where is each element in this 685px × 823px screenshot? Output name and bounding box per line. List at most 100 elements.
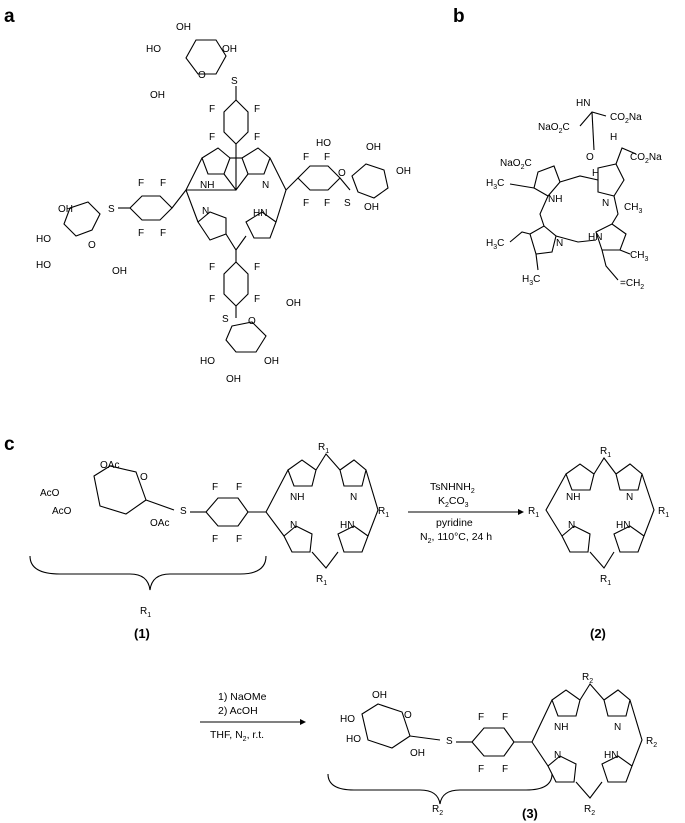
pyrrole-c3-4: [601, 755, 633, 783]
pyrrole-c2-2: [615, 463, 643, 491]
aryl-right-a: [297, 165, 341, 191]
sugar-oh: [361, 703, 411, 749]
f-label: F: [138, 178, 144, 189]
o-label: O: [404, 710, 412, 721]
f-label: F: [502, 764, 508, 775]
f-label: F: [324, 152, 330, 163]
n-label-a2: N: [202, 206, 209, 217]
product-3: O OH HO HO OH S F F F F NH N N HN R2 R2 …: [327, 672, 657, 821]
porphyrin-core-a: [185, 144, 287, 251]
oh-label: OH: [226, 374, 241, 385]
s-label: S: [180, 506, 187, 517]
oh-label: OH: [112, 266, 127, 277]
f-label: F: [236, 534, 242, 545]
r1-label: R1: [600, 446, 611, 459]
o-label: O: [140, 472, 148, 483]
co2na-label-b: CO2Na: [630, 152, 662, 165]
f-label: F: [138, 228, 144, 239]
h-label-b: H: [592, 168, 599, 179]
s-label: S: [344, 198, 351, 209]
n-label: N: [290, 520, 297, 531]
hn-label: HN: [604, 750, 618, 761]
r1-label: R1: [528, 506, 539, 519]
ring-b-b: [597, 163, 625, 197]
brace-label-r2: R2: [432, 804, 443, 817]
aryl-left-a: [129, 195, 173, 221]
nh-label: NH: [554, 722, 568, 733]
n-label: N: [350, 492, 357, 503]
oac-label: OAc: [150, 518, 169, 529]
r2-label: R2: [582, 672, 593, 685]
f-label: F: [324, 198, 330, 209]
sugar-bottom-a: [225, 321, 267, 353]
r1-label: R1: [378, 506, 389, 519]
product-2: NH N N HN R1 R1 R1 R1 (2): [528, 446, 669, 641]
nao2c-label: NaO2C: [538, 122, 570, 135]
hn-label-b: HN: [588, 232, 602, 243]
aco-label: AcO: [40, 488, 60, 499]
oac-label: OAc: [100, 460, 119, 471]
reagent-tsnhnh2: TsNHNH2: [430, 481, 475, 495]
ring-d-b: [595, 223, 627, 251]
reagent-k2co3: K2CO3: [438, 495, 469, 509]
compound-label-1: (1): [134, 626, 150, 641]
f-label: F: [303, 198, 309, 209]
aryl-c3: [471, 727, 515, 757]
n-label: N: [614, 722, 621, 733]
conditions-1: N2, 110°C, 24 h: [420, 531, 492, 545]
o-label: O: [248, 316, 256, 327]
pyrrole-c2-1: [565, 463, 595, 491]
oh-label: OH: [150, 90, 165, 101]
f-label: F: [212, 482, 218, 493]
brace-r1: [29, 555, 267, 591]
n-label: N: [554, 750, 561, 761]
ho-label: HO: [36, 234, 51, 245]
reaction-arrow-1: TsNHNH2 K2CO3 pyridine N2, 110°C, 24 h: [408, 481, 524, 545]
oh-label: OH: [364, 202, 379, 213]
r1-label: R1: [658, 506, 669, 519]
hn-label: HN: [616, 520, 630, 531]
hn-label-a: HN: [253, 208, 267, 219]
f-label: F: [478, 764, 484, 775]
f-label: F: [502, 712, 508, 723]
ho-label: HO: [346, 734, 361, 745]
oh-label: OH: [286, 298, 301, 309]
solvent-pyridine: pyridine: [436, 517, 473, 529]
co2na-label: CO2Na: [610, 112, 642, 125]
f-label: F: [303, 152, 309, 163]
h3c-label-b2: H3C: [486, 238, 504, 251]
brace-label-r1: R1: [140, 606, 151, 619]
ch3-label-b1: CH3: [624, 202, 642, 215]
oh-label: OH: [58, 204, 73, 215]
oh-label: OH: [176, 22, 191, 33]
structure-b: NaO2C CO2Na HN H O NH N N HN H CH3 NaO2C…: [486, 98, 662, 291]
n-label: N: [626, 492, 633, 503]
nh-label: NH: [290, 492, 304, 503]
panel-label-c: c: [4, 434, 15, 455]
n-label: N: [568, 520, 575, 531]
ho-label: HO: [36, 260, 51, 271]
h-label: H: [610, 132, 617, 143]
oh-label: OH: [372, 690, 387, 701]
ho-label: HO: [146, 44, 161, 55]
f-label: F: [160, 178, 166, 189]
reactant-1: O OAc AcO AcO OAc S F F F F NH N N HN R1…: [29, 442, 389, 641]
s-label: S: [222, 314, 229, 325]
oh-label: OH: [410, 748, 425, 759]
aryl-c1: [205, 497, 249, 527]
hn-label: HN: [340, 520, 354, 531]
pyrrole-c1-1: [287, 459, 317, 487]
conditions-2: THF, N2, r.t.: [210, 729, 264, 743]
ho-label: HO: [316, 138, 331, 149]
pyrrole-c3-3: [547, 755, 577, 783]
ho-label: HO: [340, 714, 355, 725]
panel-label-a: a: [4, 6, 15, 27]
r1-label: R1: [600, 574, 611, 587]
f-label: F: [478, 712, 484, 723]
aco-label: AcO: [52, 506, 72, 517]
ho-label: HO: [200, 356, 215, 367]
panel-label-b: b: [453, 6, 465, 27]
o-label: O: [586, 152, 594, 163]
nh-label-a: NH: [200, 180, 214, 191]
